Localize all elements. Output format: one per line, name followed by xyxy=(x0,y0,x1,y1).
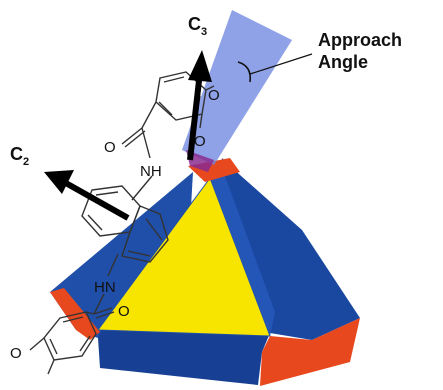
right-edge-strip xyxy=(210,168,275,336)
c3-arrow-head xyxy=(188,50,212,82)
approach-angle-label-line2: Angle xyxy=(318,52,368,72)
atom-o-top-1: O xyxy=(208,87,220,104)
bottom-blue-face xyxy=(98,322,270,385)
lower-ligand xyxy=(29,293,115,375)
approach-leader-line xyxy=(249,53,313,75)
bottom-right-red-corner xyxy=(260,318,360,386)
c3-label: C3 xyxy=(188,14,207,38)
naphthalene-ring-b xyxy=(121,205,169,263)
approach-angle-label-line1: Approach xyxy=(318,30,402,50)
right-blue-face xyxy=(215,158,360,340)
atom-nh: NH xyxy=(140,163,162,180)
naphthalene-spacer xyxy=(81,185,169,277)
symmetry-arrows xyxy=(44,50,212,221)
beam-body xyxy=(182,10,292,165)
truncated-tetrahedron xyxy=(50,158,360,386)
approach-angle-arc xyxy=(237,61,252,83)
c2-arrow-head xyxy=(44,170,74,194)
c3-arrow-shaft xyxy=(187,71,203,161)
atom-labels: O O O NH HN O O xyxy=(10,87,220,362)
c2-arrow-shaft xyxy=(62,179,130,221)
atom-hn: HN xyxy=(94,279,116,296)
c2-label: C2 xyxy=(10,144,29,168)
approach-beam xyxy=(182,10,313,172)
atom-o-top-2: O xyxy=(194,133,206,150)
atom-o-carbonyl-top: O xyxy=(104,139,116,156)
annotation-labels: C3 C2 Approach Angle xyxy=(10,14,402,168)
atom-o-carbonyl-bottom: O xyxy=(118,303,130,320)
atom-o-bottom-left: O xyxy=(10,345,22,362)
